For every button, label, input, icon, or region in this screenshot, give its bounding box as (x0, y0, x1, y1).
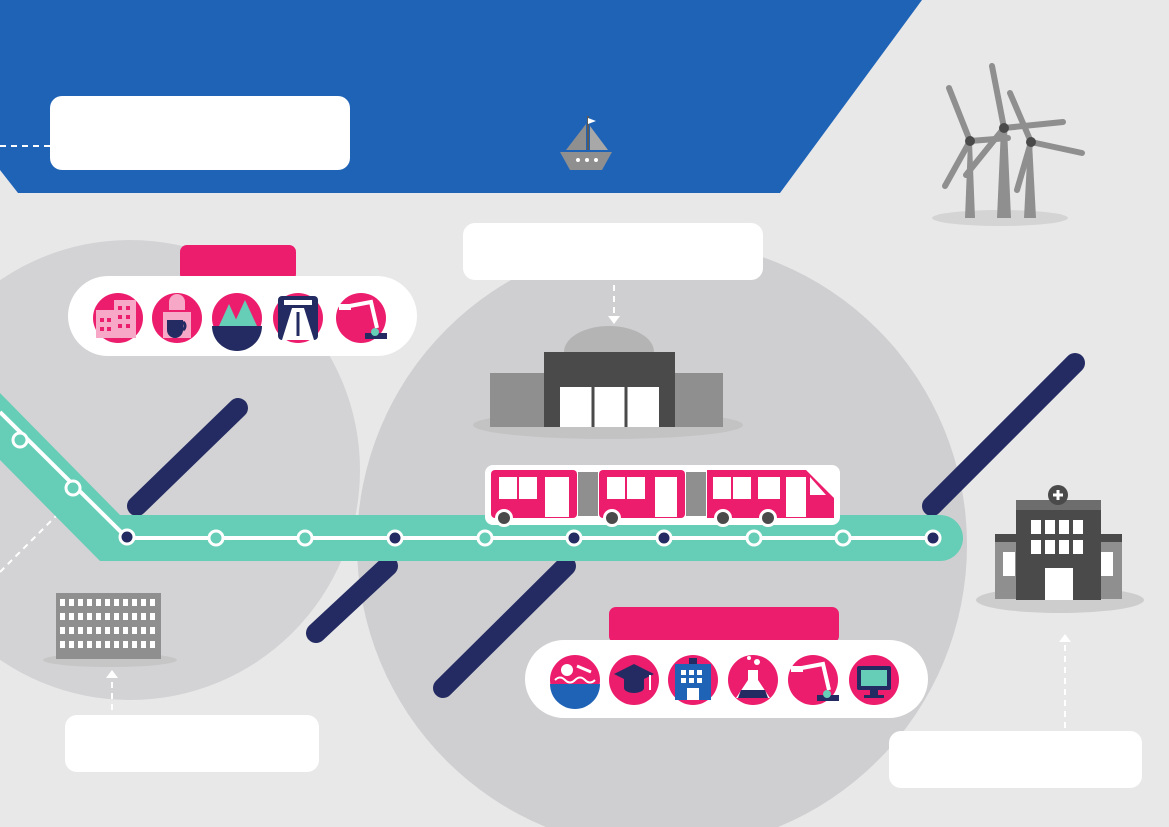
office-window (78, 627, 83, 634)
tram-stop (745, 529, 763, 547)
tram-stops (11, 431, 942, 547)
office-window (141, 641, 146, 648)
east-zone-tag (609, 607, 839, 643)
office-window (96, 641, 101, 648)
tram-stop (834, 529, 852, 547)
hospital-icon (976, 485, 1144, 613)
wind-turbines-icon (932, 63, 1085, 226)
office-window (114, 599, 119, 606)
office-window (123, 599, 128, 606)
office-window (69, 599, 74, 606)
office-window (96, 627, 101, 634)
office-window (69, 627, 74, 634)
office-window (141, 599, 146, 606)
east-facilities-pill (525, 640, 928, 718)
office-window (78, 613, 83, 620)
office-window (132, 627, 137, 634)
hospital-label-box (889, 731, 1142, 788)
office-window (114, 641, 119, 648)
tram-stop (207, 529, 225, 547)
northwest-connector (0, 509, 63, 573)
tram-stop (565, 529, 583, 547)
office-window (150, 613, 155, 620)
road-segment-ne (922, 353, 1085, 516)
west-facilities-pill (68, 276, 417, 356)
office-window (114, 627, 119, 634)
office-window (105, 641, 110, 648)
office-window (60, 613, 65, 620)
tram-stop (296, 529, 314, 547)
tram-vehicle (485, 465, 840, 527)
tram-stop (64, 479, 82, 497)
office-window (123, 613, 128, 620)
office-window (114, 613, 119, 620)
office-window (60, 627, 65, 634)
office-window (132, 641, 137, 648)
office-window (132, 613, 137, 620)
office-window (87, 613, 92, 620)
office-window (132, 599, 137, 606)
office-window (87, 627, 92, 634)
sailboat-icon (560, 116, 612, 170)
sea-label-box (50, 96, 350, 170)
office-window (78, 599, 83, 606)
office-window (78, 641, 83, 648)
office-window (123, 641, 128, 648)
office-building-icon (43, 593, 177, 667)
tram-stop (118, 528, 136, 546)
road-segment-nw (127, 398, 248, 516)
office-window (69, 613, 74, 620)
office-window (69, 641, 74, 648)
office-window (60, 599, 65, 606)
office-label-box (65, 715, 319, 772)
office-window (123, 627, 128, 634)
station-building-icon (473, 326, 743, 439)
tram-stop (924, 529, 942, 547)
west-zone-tag (180, 245, 296, 281)
office-window (96, 613, 101, 620)
office-window (60, 641, 65, 648)
office-window (141, 613, 146, 620)
tram-stop (11, 431, 29, 449)
office-window (96, 599, 101, 606)
office-window (150, 599, 155, 606)
office-window (105, 599, 110, 606)
road-segment-sw (306, 556, 398, 643)
tram-stop (655, 529, 673, 547)
office-window (141, 627, 146, 634)
office-window (105, 627, 110, 634)
office-window (87, 641, 92, 648)
office-window (87, 599, 92, 606)
tram-stop (386, 529, 404, 547)
station-label-box (463, 223, 763, 280)
office-window (150, 627, 155, 634)
office-window (150, 641, 155, 648)
tram-stop (476, 529, 494, 547)
road-segment-south (433, 556, 576, 698)
office-window (105, 613, 110, 620)
